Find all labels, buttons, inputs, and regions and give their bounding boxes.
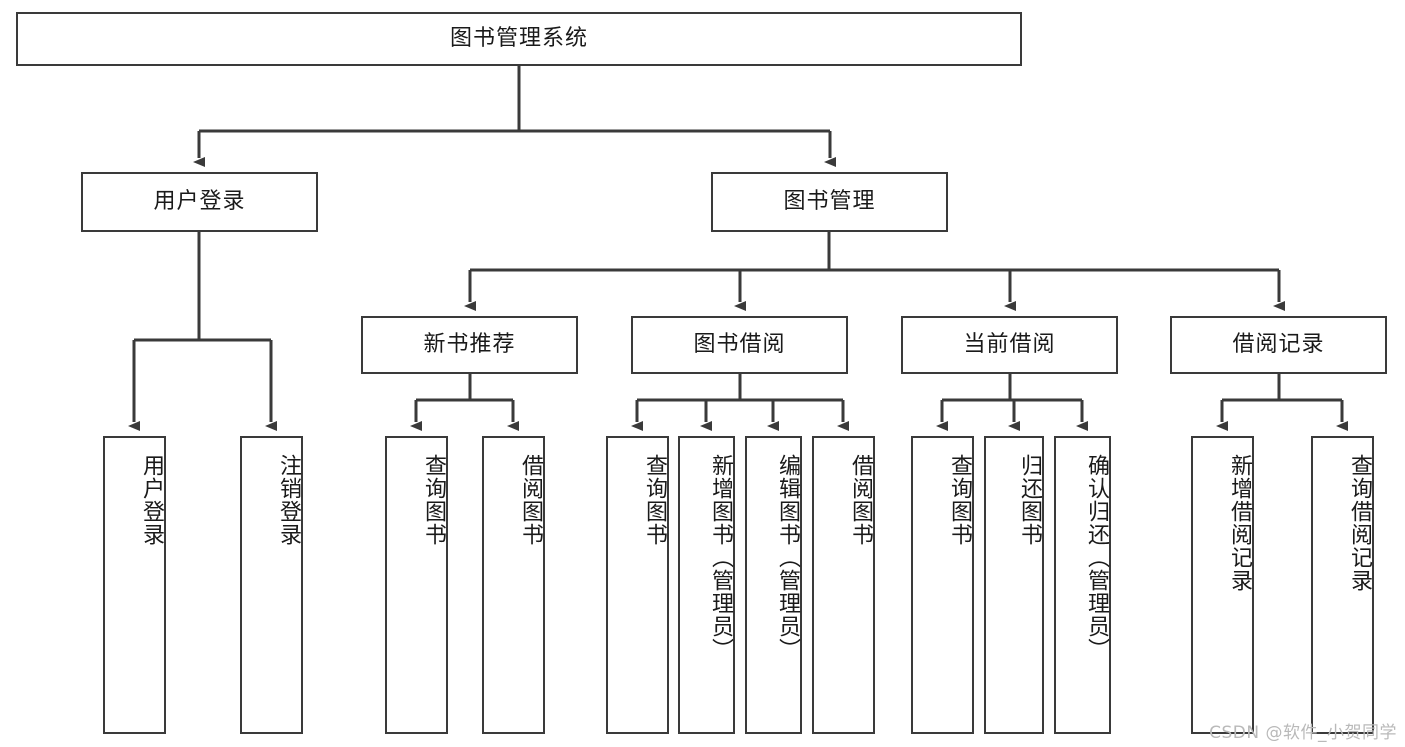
node-borrow-record-label: 借阅记录 bbox=[1232, 331, 1325, 357]
node-leaf-return-book-label: 归还图书 bbox=[1017, 454, 1042, 546]
node-leaf-query-record[interactable]: 查询借阅记录 bbox=[1311, 436, 1374, 734]
node-leaf-user-logout[interactable]: 注销登录 bbox=[240, 436, 303, 734]
node-leaf-user-login[interactable]: 用户登录 bbox=[103, 436, 166, 734]
node-leaf-query-book-3[interactable]: 查询图书 bbox=[911, 436, 974, 734]
node-leaf-confirm-return-label: 确认归还（管理员） bbox=[1084, 454, 1109, 661]
node-current-borrow[interactable]: 当前借阅 bbox=[901, 316, 1118, 374]
node-current-borrow-label: 当前借阅 bbox=[963, 331, 1056, 357]
node-leaf-borrow-book-1-label: 借阅图书 bbox=[518, 454, 543, 546]
node-borrow-record[interactable]: 借阅记录 bbox=[1170, 316, 1387, 374]
node-leaf-return-book[interactable]: 归还图书 bbox=[984, 436, 1044, 734]
node-leaf-add-book[interactable]: 新增图书（管理员） bbox=[678, 436, 735, 734]
node-book-borrow-label: 图书借阅 bbox=[693, 331, 786, 357]
node-leaf-query-book-2[interactable]: 查询图书 bbox=[606, 436, 669, 734]
node-book-borrow[interactable]: 图书借阅 bbox=[631, 316, 848, 374]
node-leaf-add-book-label: 新增图书（管理员） bbox=[708, 454, 733, 661]
node-book-manage-label: 图书管理 bbox=[783, 188, 876, 214]
csdn-watermark: CSDN @软件_小贺同学 bbox=[1209, 723, 1397, 743]
node-leaf-user-login-label: 用户登录 bbox=[139, 454, 164, 546]
node-new-book-recommend-label: 新书推荐 bbox=[423, 331, 516, 357]
node-user-login[interactable]: 用户登录 bbox=[81, 172, 318, 232]
node-leaf-query-record-label: 查询借阅记录 bbox=[1347, 454, 1372, 592]
node-leaf-query-book-2-label: 查询图书 bbox=[642, 454, 667, 546]
node-leaf-add-record-label: 新增借阅记录 bbox=[1227, 454, 1252, 592]
node-leaf-borrow-book-1[interactable]: 借阅图书 bbox=[482, 436, 545, 734]
node-leaf-query-book-3-label: 查询图书 bbox=[947, 454, 972, 546]
node-leaf-query-book-1-label: 查询图书 bbox=[421, 454, 446, 546]
node-root[interactable]: 图书管理系统 bbox=[16, 12, 1022, 66]
node-leaf-borrow-book-2[interactable]: 借阅图书 bbox=[812, 436, 875, 734]
node-leaf-user-logout-label: 注销登录 bbox=[276, 454, 301, 546]
node-leaf-query-book-1[interactable]: 查询图书 bbox=[385, 436, 448, 734]
node-new-book-recommend[interactable]: 新书推荐 bbox=[361, 316, 578, 374]
node-user-login-label: 用户登录 bbox=[153, 188, 246, 214]
node-book-manage[interactable]: 图书管理 bbox=[711, 172, 948, 232]
node-leaf-borrow-book-2-label: 借阅图书 bbox=[848, 454, 873, 546]
node-root-label: 图书管理系统 bbox=[449, 25, 588, 51]
node-leaf-edit-book[interactable]: 编辑图书（管理员） bbox=[745, 436, 802, 734]
node-leaf-edit-book-label: 编辑图书（管理员） bbox=[775, 454, 800, 661]
node-leaf-confirm-return[interactable]: 确认归还（管理员） bbox=[1054, 436, 1111, 734]
node-leaf-add-record[interactable]: 新增借阅记录 bbox=[1191, 436, 1254, 734]
